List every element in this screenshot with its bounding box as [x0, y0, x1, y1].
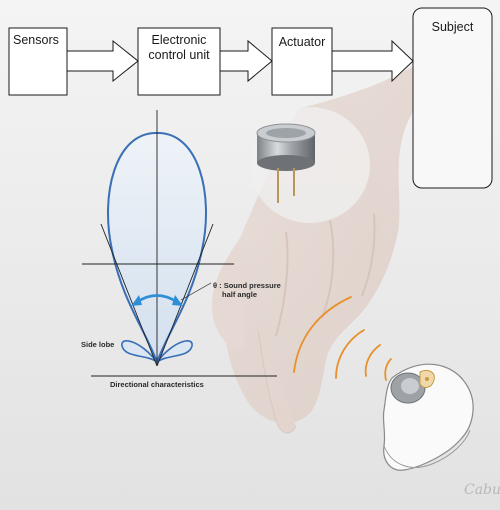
- side-lobe-label: Side lobe: [81, 340, 115, 349]
- arrow-sensors-to-ecu: [66, 39, 139, 83]
- sound-wave-arcs: [293, 296, 392, 381]
- subject-label: Subject: [431, 20, 474, 34]
- artist-signature: Cabu: [464, 482, 500, 498]
- actuator-label: Actuator: [278, 35, 326, 49]
- angle-label-leader: [180, 282, 212, 301]
- directivity-diagram: [82, 110, 277, 377]
- block-diagram: [8, 7, 493, 189]
- wearable-device-icon: [382, 363, 474, 471]
- side-lobe-left: [121, 340, 158, 363]
- ecu-label-line1: Electronic: [151, 33, 207, 47]
- side-lobe-right: [156, 340, 193, 363]
- half-angle-arrowhead-right: [172, 295, 183, 306]
- half-angle-arrowhead-left: [131, 295, 142, 306]
- angle-line-right: [156, 223, 214, 367]
- ecu-label: Electronic control unit: [138, 33, 220, 63]
- half-angle-label: θ : Sound pressure half angle: [213, 281, 303, 299]
- half-angle-label-line2: half angle: [222, 290, 258, 299]
- arrow-actuator-to-subject: [331, 39, 414, 83]
- half-angle-label-line1: θ : Sound pressure: [213, 281, 281, 290]
- actuator-box: [271, 27, 333, 96]
- ultrasonic-sensor-icon: [256, 123, 316, 203]
- ecu-box: [137, 27, 221, 96]
- ecu-label-line2: control unit: [148, 48, 210, 62]
- directional-characteristics-caption: Directional characteristics: [110, 380, 204, 389]
- arrow-ecu-to-actuator: [219, 39, 273, 83]
- sensors-box: [8, 27, 68, 96]
- angle-line-left: [100, 223, 158, 367]
- subject-box: [412, 7, 493, 189]
- sensors-label: Sensors: [13, 33, 59, 47]
